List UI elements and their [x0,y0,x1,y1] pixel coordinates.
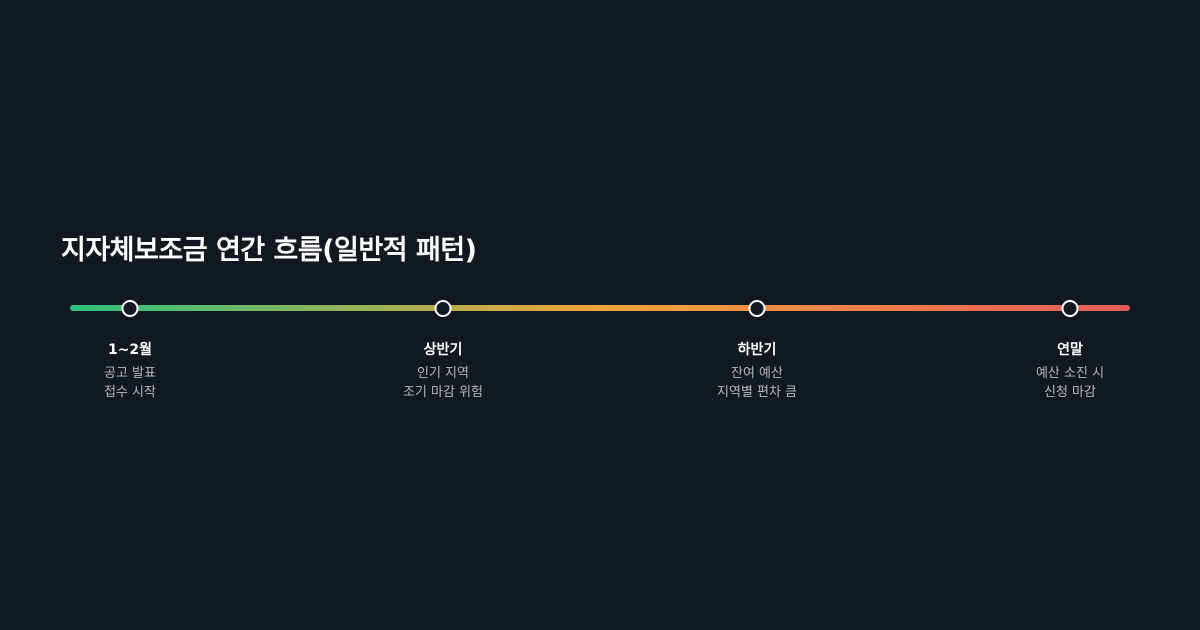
timeline-node-1 [121,300,139,317]
page-title: 지자체보조금 연간 흐름(일반적 패턴) [61,235,477,266]
stage-label-2: 상반기 [423,342,463,358]
stage-description-1: 공고 발표 접수 시작 [104,364,156,402]
timeline-track [70,305,1130,311]
stage-label-3: 하반기 [737,342,777,358]
stage-description-3: 잔여 예산 지역별 편차 큼 [717,364,797,402]
stage-label-4: 연말 [1057,342,1083,358]
stage-description-4: 예산 소진 시 신청 마감 [1036,364,1104,402]
stage-description-4-line-2: 신청 마감 [1044,385,1096,400]
stage-description-3-line-1: 잔여 예산 [731,366,783,381]
timeline-node-3 [748,300,766,317]
stage-description-1-line-1: 공고 발표 [104,366,156,381]
stage-description-2-line-2: 조기 마감 위험 [402,385,484,400]
stage-description-4-line-1: 예산 소진 시 [1035,366,1105,381]
stage-description-1-line-2: 접수 시작 [104,385,156,400]
stage-label-1: 1~2월 [107,342,153,358]
stage-description-2-line-1: 인기 지역 [417,366,469,381]
stage-description-3-line-2: 지역별 편차 큼 [716,385,798,400]
timeline-node-4 [1061,300,1079,317]
stage-description-2: 인기 지역 조기 마감 위험 [403,364,483,402]
timeline-node-2 [434,300,452,317]
